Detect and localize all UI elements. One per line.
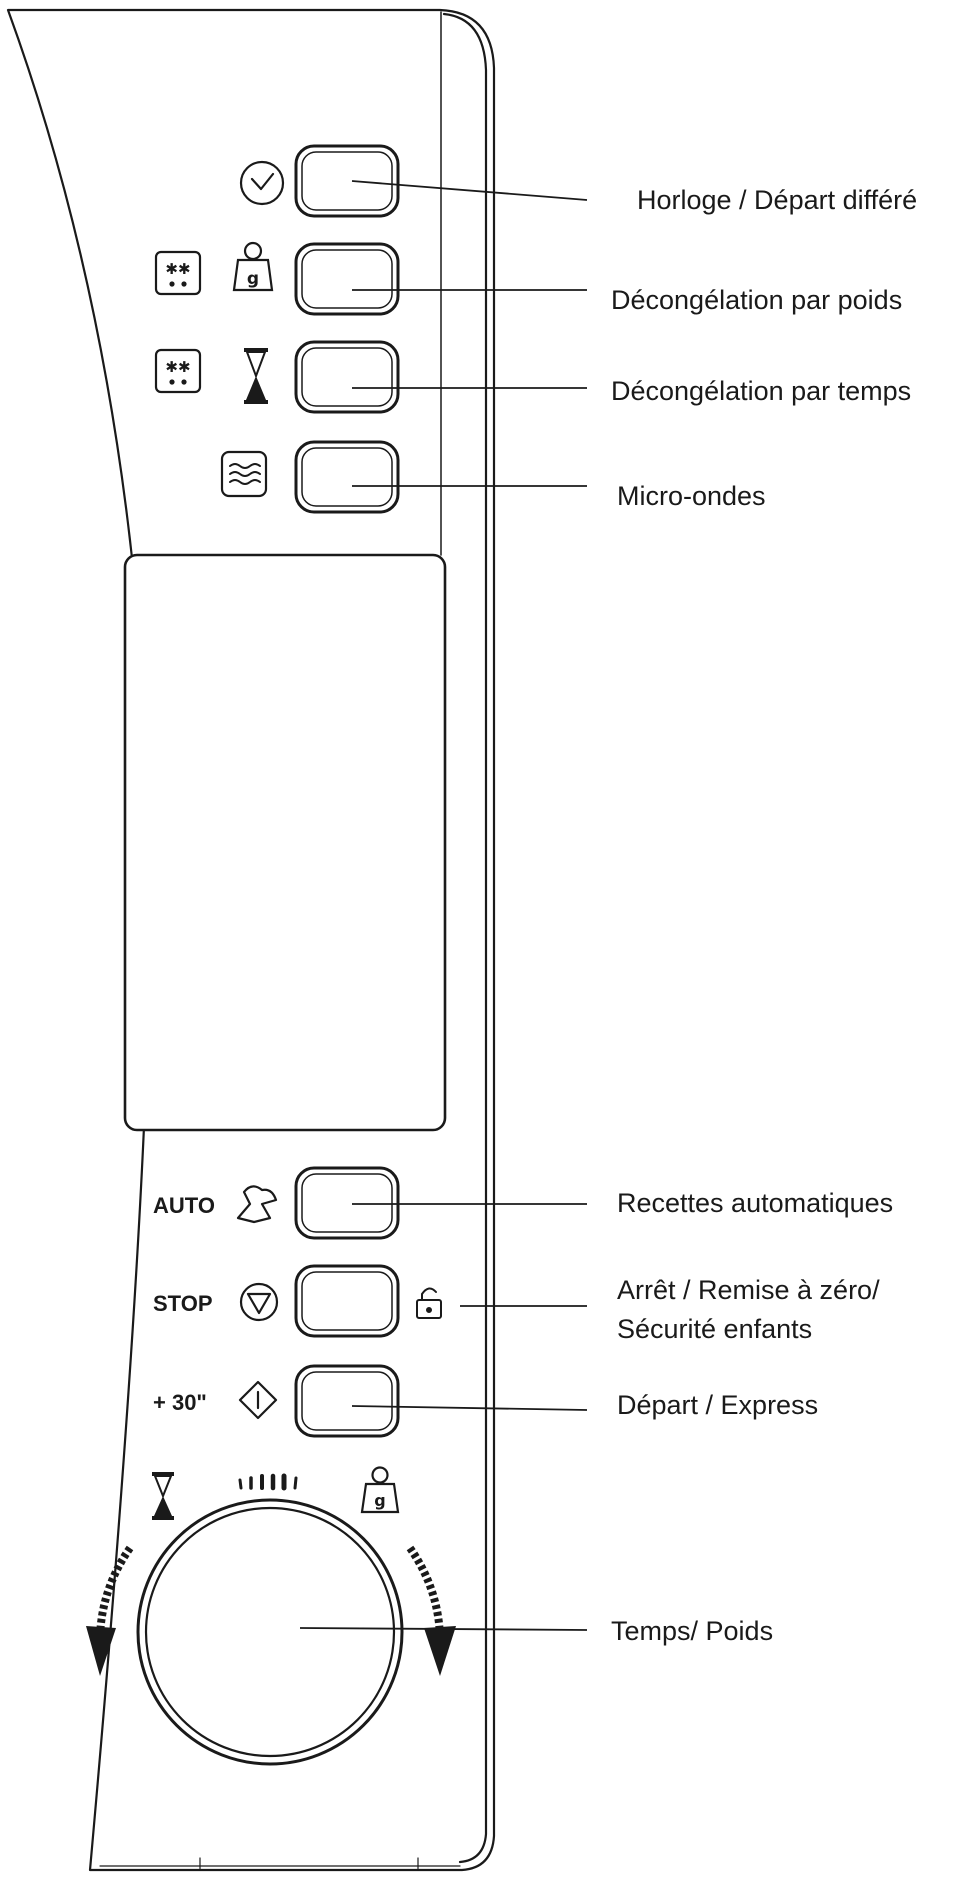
auto-button[interactable] — [294, 1166, 400, 1240]
label-stop-line2: Sécurité enfants — [617, 1314, 812, 1344]
svg-text:✱✱: ✱✱ — [165, 260, 190, 278]
clock-icon — [239, 160, 285, 206]
defrost-icon-2: ✱✱ — [154, 348, 202, 394]
label-start: Départ / Express — [617, 1390, 818, 1420]
stop-triangle-icon — [239, 1282, 279, 1322]
label-microwave: Micro-ondes — [617, 481, 766, 511]
label-dial: Temps/ Poids — [611, 1616, 773, 1646]
dial-scale-ticks — [238, 1473, 298, 1491]
leader-lines — [299, 180, 588, 1631]
label-defrost-time: Décongélation par temps — [611, 376, 911, 406]
svg-text:✱✱: ✱✱ — [165, 358, 190, 376]
svg-text:g: g — [247, 269, 259, 289]
defrost-weight-button[interactable] — [294, 242, 400, 316]
label-stop-line1: Arrêt / Remise à zéro/ — [617, 1275, 880, 1305]
weight-icon: g — [232, 241, 274, 292]
svg-text:g: g — [374, 1491, 385, 1510]
display-window — [123, 553, 447, 1132]
chef-hat-icon — [236, 1185, 278, 1224]
stop-button[interactable] — [294, 1264, 400, 1338]
start-button[interactable] — [294, 1364, 400, 1438]
dial-hourglass-icon — [152, 1472, 174, 1520]
start-diamond-icon — [238, 1380, 278, 1420]
time-weight-dial[interactable] — [136, 1498, 404, 1766]
label-defrost-weight: Décongélation par poids — [611, 285, 902, 315]
stop-button-label: STOP — [153, 1291, 213, 1316]
dial-weight-icon: g — [360, 1466, 400, 1514]
dial-ccw-arrow-icon — [86, 1545, 134, 1676]
defrost-time-button[interactable] — [294, 340, 400, 414]
auto-button-label: AUTO — [153, 1193, 215, 1218]
hourglass-icon — [244, 348, 268, 404]
plus30-button-label: + 30" — [153, 1390, 207, 1415]
defrost-icon: ✱✱ — [154, 250, 202, 296]
clock-button[interactable] — [294, 144, 400, 218]
microwave-button[interactable] — [294, 440, 400, 514]
microwave-waves-icon — [220, 450, 268, 498]
lock-icon — [416, 1287, 442, 1319]
dial-cw-arrow-icon — [406, 1545, 456, 1676]
label-clock: Horloge / Départ différé — [637, 185, 917, 215]
label-auto-recipes: Recettes automatiques — [617, 1188, 893, 1218]
